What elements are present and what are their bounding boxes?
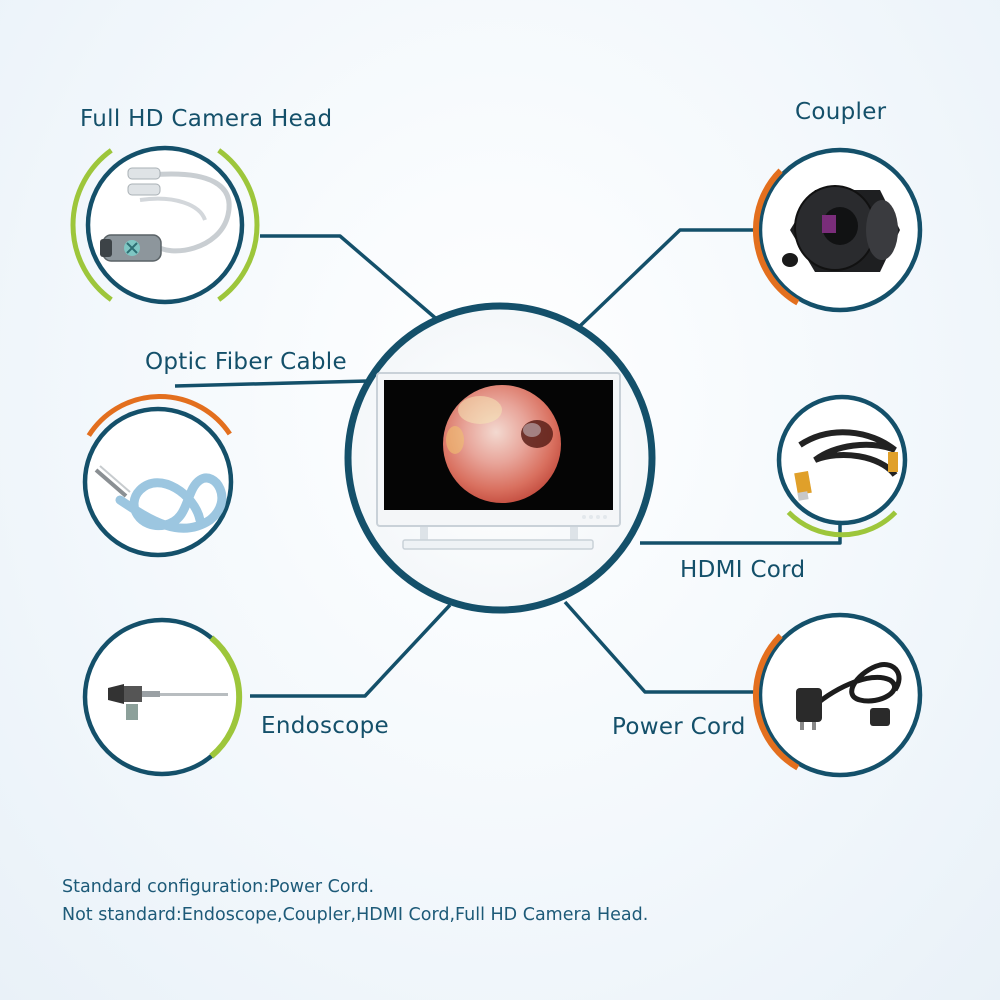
label-optic-fiber: Optic Fiber Cable xyxy=(145,349,347,375)
configuration-notes: Standard configuration:Power Cord. Not s… xyxy=(62,873,648,929)
label-endoscope: Endoscope xyxy=(261,713,389,739)
hdmi-node xyxy=(776,394,908,538)
fiber-cable-icon xyxy=(94,465,227,533)
label-hdmi: HDMI Cord xyxy=(680,557,806,583)
endoscope-node xyxy=(82,617,243,777)
center-monitor-ring xyxy=(344,302,656,614)
endoscope-icon xyxy=(108,684,228,720)
coupler-icon xyxy=(782,185,900,272)
label-coupler: Coupler xyxy=(795,99,887,125)
power-cord-icon xyxy=(796,662,902,730)
standard-note: Standard configuration:Power Cord. xyxy=(62,877,375,897)
connector-coupler xyxy=(578,228,762,328)
power-cord-node xyxy=(752,612,923,778)
not-standard-note: Not standard:Endoscope,Coupler,HDMI Cord… xyxy=(62,905,649,925)
monitor-icon xyxy=(376,372,621,550)
optic-fiber-node xyxy=(82,393,234,558)
connector-power-cord xyxy=(563,600,760,694)
label-power-cord: Power Cord xyxy=(612,714,746,740)
camera-head-icon xyxy=(100,167,232,262)
connector-optic-fiber xyxy=(174,379,369,388)
hdmi-cord-icon xyxy=(794,429,898,501)
connector-camera-head xyxy=(260,234,442,324)
coupler-node xyxy=(752,147,923,313)
connector-endoscope xyxy=(250,603,452,698)
label-camera-head: Full HD Camera Head xyxy=(80,106,333,132)
camera-head-node xyxy=(70,145,260,305)
